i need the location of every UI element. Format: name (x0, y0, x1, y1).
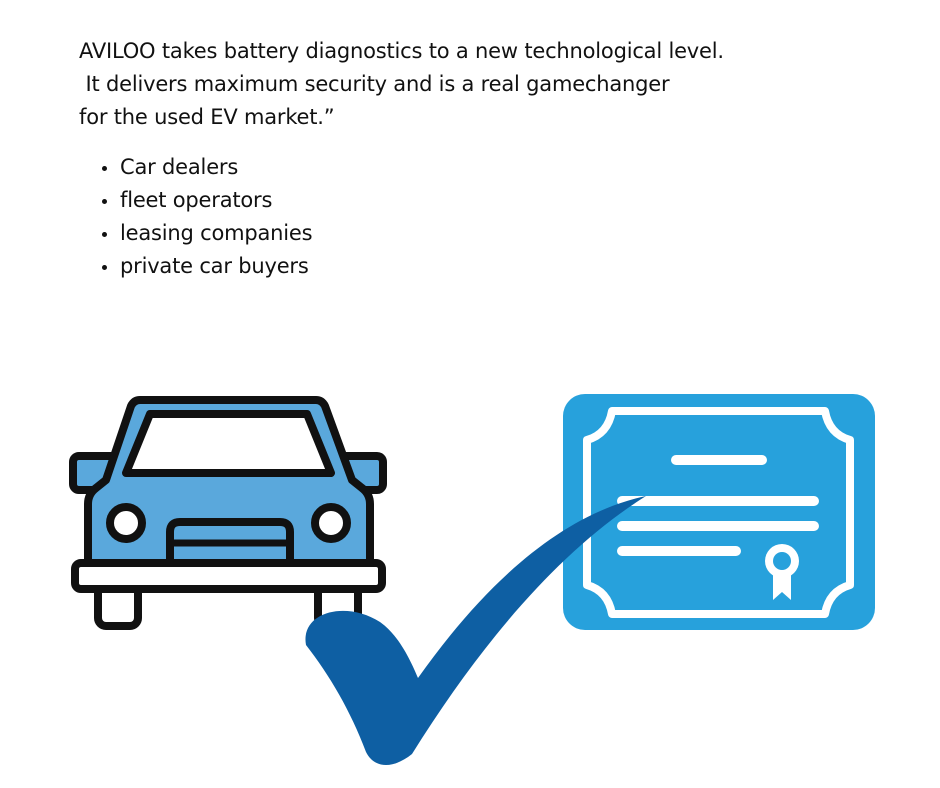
illustration (69, 394, 875, 766)
car-headlight (106, 503, 146, 543)
car-windshield (122, 410, 335, 477)
car-icon (69, 396, 387, 630)
audience-list: Car dealers fleet operators leasing comp… (100, 151, 313, 283)
certificate-frame (583, 407, 854, 618)
car-bumper (71, 559, 386, 593)
list-item: Car dealers (100, 151, 312, 184)
quote-line: It delivers maximum security and is a re… (79, 72, 670, 96)
award-ribbon-icon (765, 544, 799, 600)
car-headlight (311, 503, 351, 543)
quote-line: AVILOO takes battery diagnostics to a ne… (79, 39, 724, 63)
list-item: private car buyers (100, 250, 312, 283)
certificate-icon (563, 394, 875, 630)
quote-line: for the used EV market.” (79, 105, 335, 129)
list-item: leasing companies (100, 217, 313, 250)
quote-text: AVILOO takes battery diagnostics to a ne… (79, 35, 839, 134)
award-ribbon-tails (773, 572, 791, 600)
award-seal-inner (773, 552, 791, 570)
list-item: fleet operators (100, 184, 312, 217)
checkmark-icon (305, 496, 646, 766)
certificate-background (563, 394, 875, 630)
